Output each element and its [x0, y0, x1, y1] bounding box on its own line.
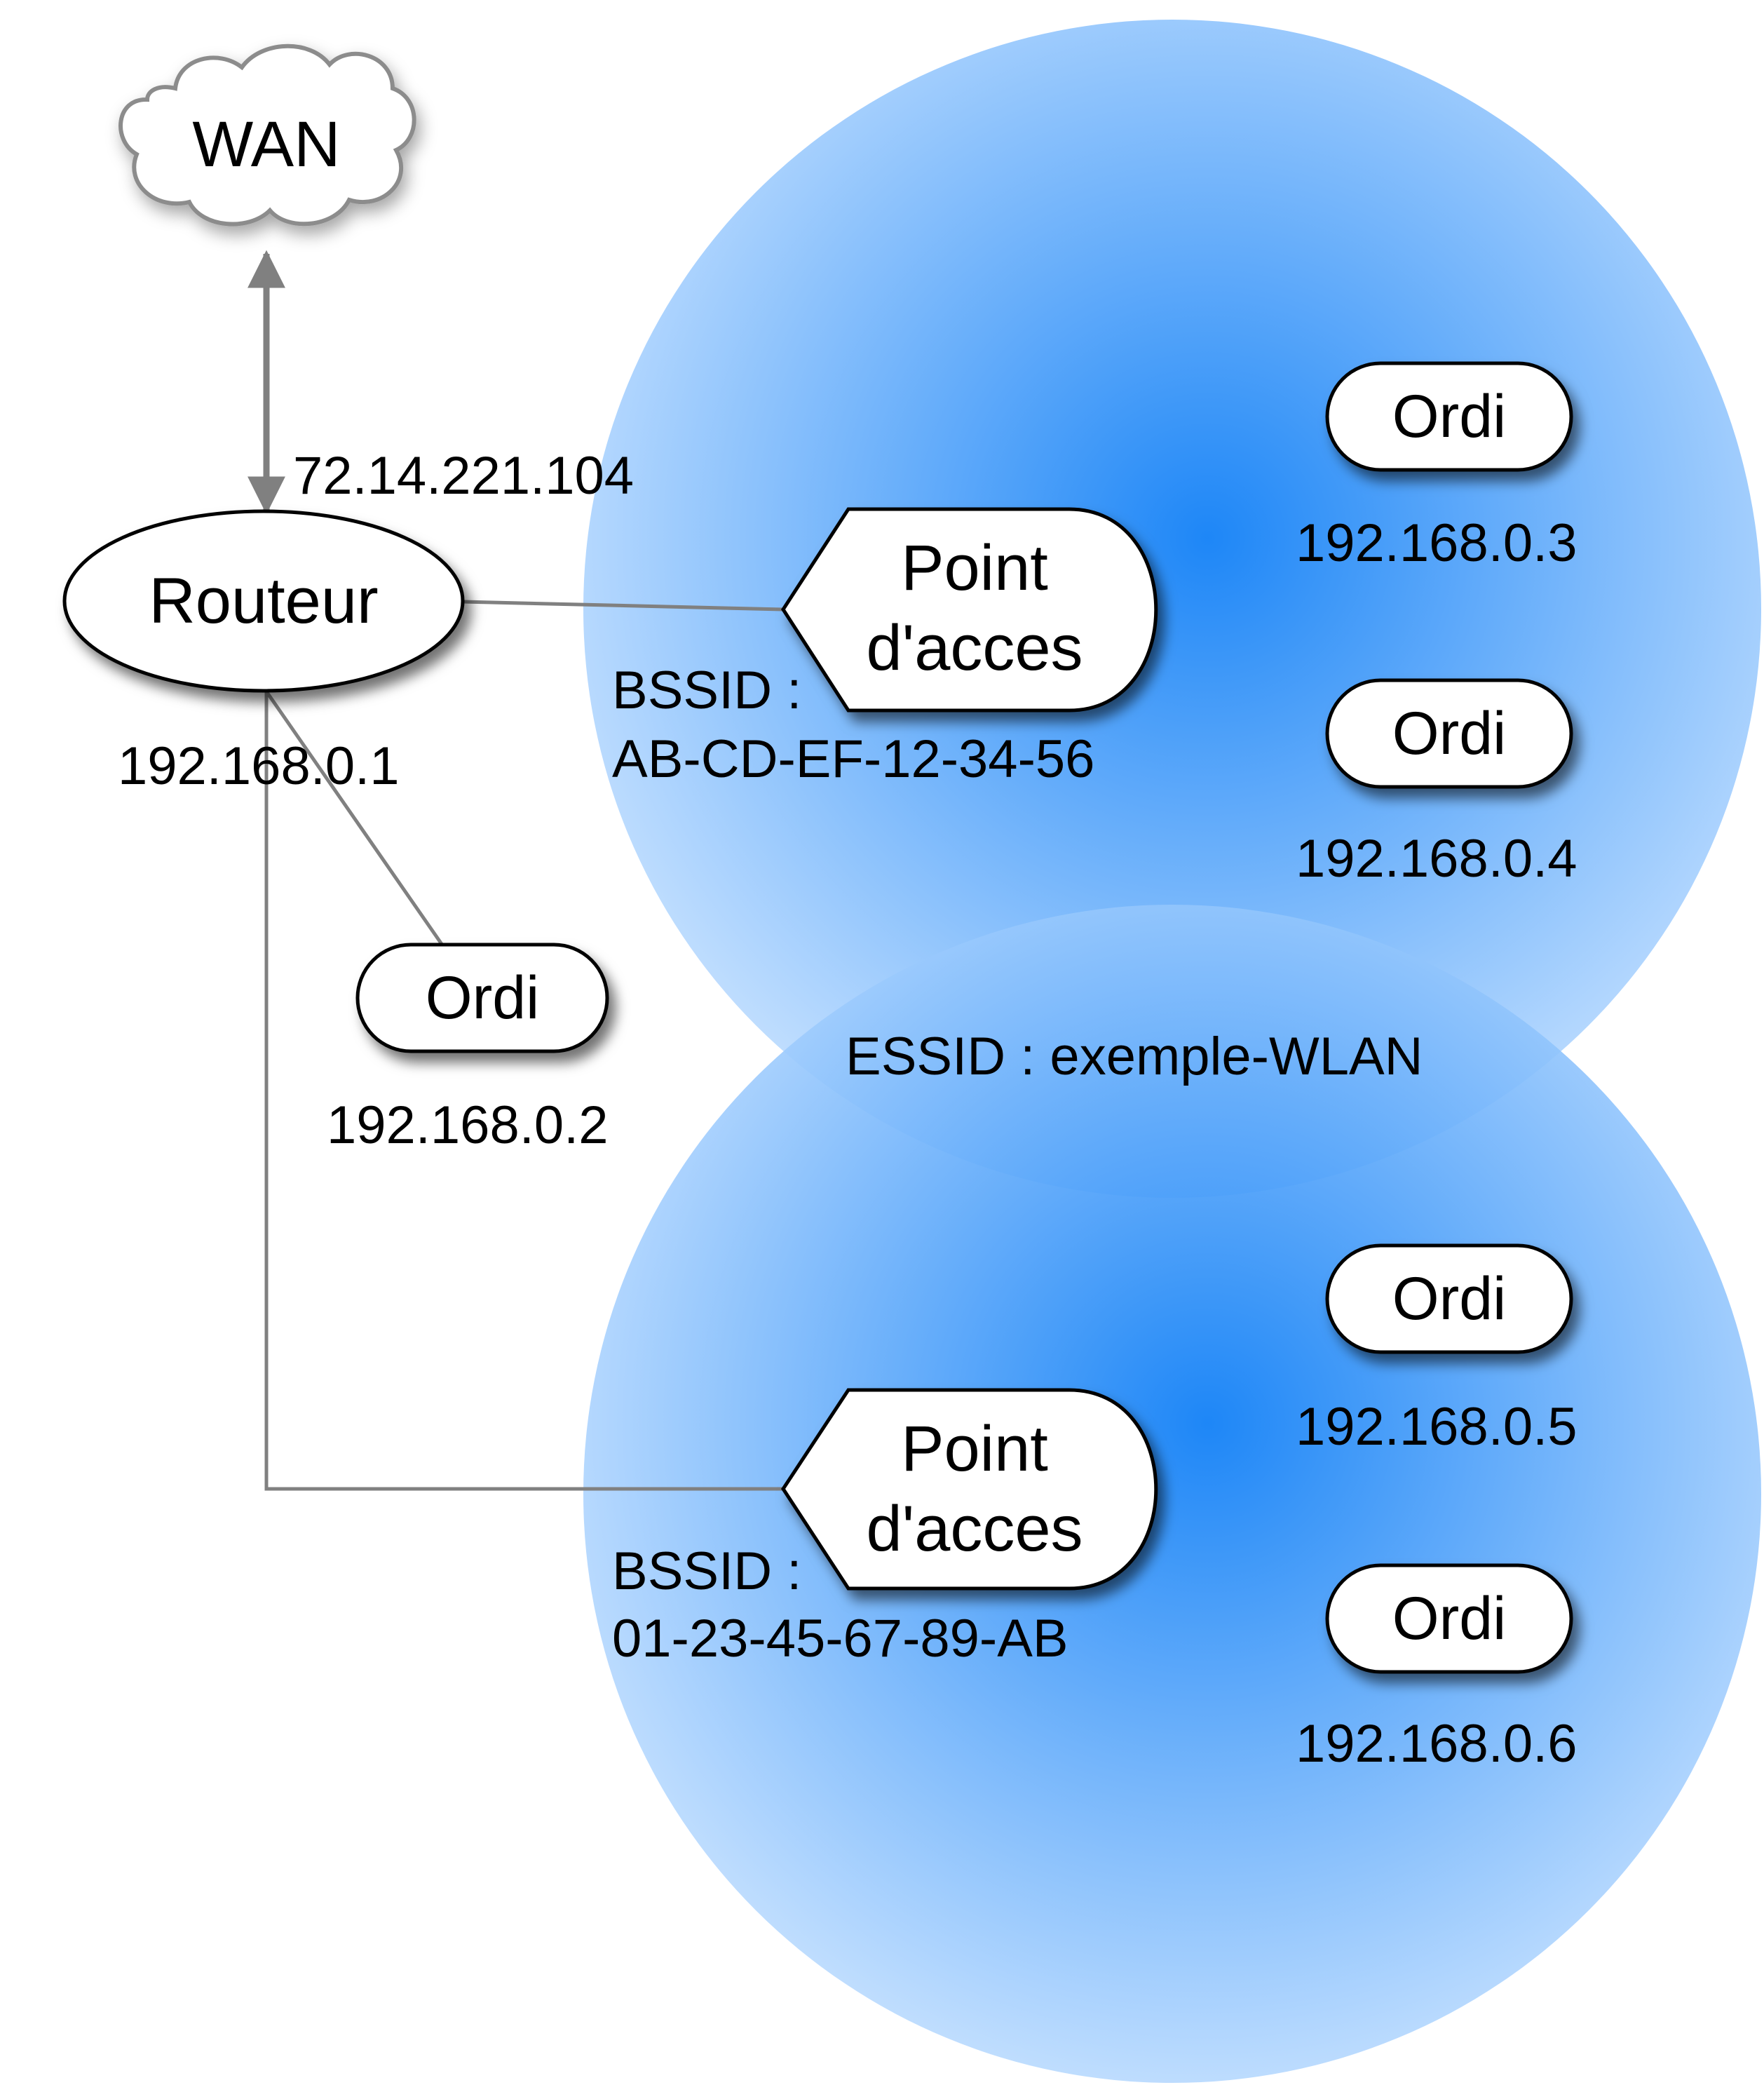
client-shape: [1325, 361, 1573, 472]
wan-cloud: WAN: [118, 43, 416, 227]
access-point-1-bssid-label: BSSID :: [612, 661, 801, 720]
cloud-icon: [118, 43, 416, 227]
client-shape: [1325, 1243, 1573, 1354]
router-lan-ip: 192.168.0.1: [118, 736, 400, 796]
router-ap2-link: [264, 691, 783, 1491]
wan-label: WAN: [192, 109, 340, 180]
access-point-1-label-line1: Point: [901, 532, 1048, 604]
client-node: Ordi: [1325, 678, 1573, 789]
access-point-1-label-line2: d'acces: [866, 612, 1083, 684]
router-wired-pc-link: [264, 690, 447, 950]
client-shape: [1325, 678, 1573, 789]
wired-pc-node: Ordi: [355, 943, 609, 1053]
router-shape: [62, 509, 465, 693]
access-point-1-shape: [781, 507, 1158, 713]
client-label: Ordi: [1392, 700, 1506, 767]
router-label: Routeur: [149, 565, 378, 637]
client-ip: 192.168.0.3: [1296, 513, 1578, 573]
wireless-cell-2: [583, 905, 1761, 2083]
essid-label: ESSID : exemple-WLAN: [846, 1027, 1423, 1086]
router-wan-ip: 72.14.221.104: [293, 446, 634, 506]
client-ip: 192.168.0.5: [1296, 1397, 1578, 1457]
client-label: Ordi: [1392, 383, 1506, 450]
router-ap1-link: [462, 600, 784, 612]
links: [247, 250, 784, 1491]
access-point-2-label-line2: d'acces: [866, 1493, 1083, 1565]
client-shape: [1325, 1563, 1573, 1674]
client-ip: 192.168.0.6: [1296, 1714, 1578, 1774]
access-point-2-bssid: 01-23-45-67-89-AB: [612, 1609, 1068, 1668]
access-point-1: Point d'acces: [781, 507, 1158, 713]
wireless-cell-1: [583, 20, 1761, 1198]
access-point-1-bssid: AB-CD-EF-12-34-56: [612, 729, 1094, 789]
access-point-2-bssid-label: BSSID :: [612, 1541, 801, 1601]
router-node: Routeur: [62, 509, 465, 693]
client-label: Ordi: [1392, 1265, 1506, 1332]
wired-pc-ip: 192.168.0.2: [327, 1095, 609, 1155]
wired-pc-label: Ordi: [426, 964, 539, 1032]
access-point-2-label-line1: Point: [901, 1413, 1048, 1485]
client-node: Ordi: [1325, 361, 1573, 472]
access-point-2: Point d'acces: [781, 1388, 1158, 1591]
client-ip: 192.168.0.4: [1296, 829, 1578, 889]
wired-pc-shape: [355, 943, 609, 1053]
client-node: Ordi: [1325, 1563, 1573, 1674]
client-node: Ordi: [1325, 1243, 1573, 1354]
client-label: Ordi: [1392, 1585, 1506, 1652]
access-point-2-shape: [781, 1388, 1158, 1591]
